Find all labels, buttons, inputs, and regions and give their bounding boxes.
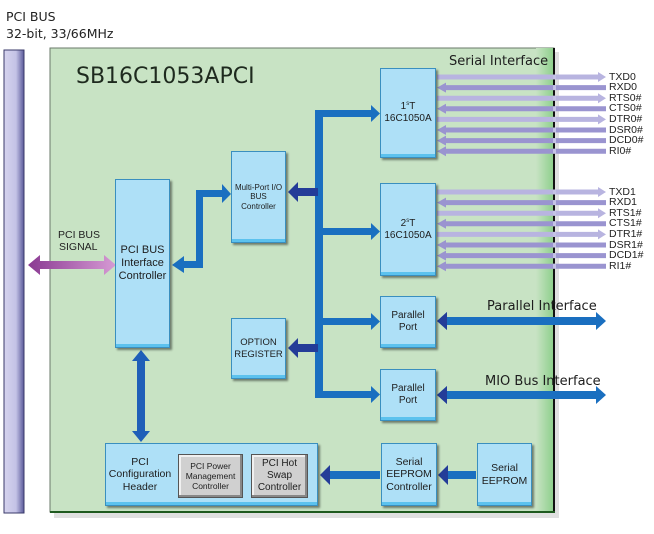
pci-bus-title: PCI BUS <box>6 9 56 24</box>
serial-signal-label: RI1# <box>609 259 632 272</box>
serial-signal-arrow-dtr0-n <box>437 114 606 125</box>
serial-signal-label: DCD0# <box>609 134 644 147</box>
serial-signal-label: CTS1# <box>609 217 642 230</box>
pci-bus-signal-arrow <box>28 255 116 275</box>
pci-bus-signal-label-line1: PCI BUS <box>58 229 101 241</box>
mio-bus-interface-label: MIO Bus Interface <box>485 374 601 389</box>
pci-power-management-controller[interactable]: PCI Power Management Controller <box>178 454 243 498</box>
option-register-label: OPTION REGISTER <box>234 337 283 360</box>
serial-signal-arrow-txd0 <box>437 72 606 82</box>
multiport-io-bus-controller[interactable]: Multi-Port I/O BUS Controller <box>231 151 286 243</box>
serial-signal-arrow-ri1-n <box>437 261 606 272</box>
serial-eeprom-label: Serial EEPROM <box>481 461 528 487</box>
pci-bus-interface-controller[interactable]: PCI BUS Interface Controller <box>115 179 170 348</box>
serial-signal-arrow-cts0-n <box>437 103 606 114</box>
pci-power-management-label: PCI Power Management Controller <box>185 460 236 492</box>
serial-eeprom-controller-label: Serial EEPROM Controller <box>386 455 432 493</box>
serial-signal-label: DSR1# <box>609 238 643 251</box>
serial-signal-label: DSR0# <box>609 123 643 136</box>
parallel-interface-arrow <box>437 312 606 330</box>
pci-bus-interface-controller-label: PCI BUS Interface Controller <box>118 243 167 283</box>
serial-signal-label: DCD1# <box>609 249 644 262</box>
serial-eeprom-controller[interactable]: Serial EEPROM Controller <box>381 443 437 506</box>
pci-interface-to-multiport-arrow <box>172 184 231 273</box>
uart-2nd-16c1050a[interactable]: 2sT 16C1050A <box>380 183 436 276</box>
serial-signal-arrow-dcd0-n <box>437 135 606 146</box>
serial-signal-label: RXD0 <box>609 81 638 94</box>
serial-signal-arrow-cts1-n <box>437 218 606 229</box>
pci-hot-swap-label: PCI Hot Swap Controller <box>257 458 302 493</box>
pci-hot-swap-controller[interactable]: PCI Hot Swap Controller <box>251 454 308 498</box>
parallel-interface-label: Parallel Interface <box>487 299 597 314</box>
serial-eeprom[interactable]: Serial EEPROM <box>477 443 532 506</box>
eeprom-to-controller-arrow <box>438 465 476 485</box>
parallel-port-1-label: Parallel Port <box>391 310 425 333</box>
serial-signal-label: RXD1 <box>609 196 638 209</box>
serial-signal-arrow-ri0-n <box>437 146 606 157</box>
serial-signal-arrow-dcd1-n <box>437 250 606 261</box>
parallel-port-2[interactable]: Parallel Port <box>380 369 436 421</box>
multiport-io-bus-controller-label: Multi-Port I/O BUS Controller <box>234 182 283 211</box>
eeprom-controller-to-config-arrow <box>320 465 380 485</box>
serial-signal-label: DTR0# <box>609 112 643 125</box>
serial-signal-arrow-rts0-n <box>437 93 606 104</box>
serial-signal-arrow-dsr0-n <box>437 125 606 135</box>
option-register[interactable]: OPTION REGISTER <box>231 318 286 379</box>
serial-signal-label: RTS1# <box>609 206 642 219</box>
pci-bus-signal-label-line2: SIGNAL <box>59 241 98 253</box>
serial-signal-label: CTS0# <box>609 102 642 115</box>
uart-1st-16c1050a[interactable]: 1sT 16C1050A <box>380 68 436 158</box>
pci-bus-spec: 32-bit, 33/66MHz <box>6 26 114 41</box>
serial-signal-label: RTS0# <box>609 91 642 104</box>
serial-port1-signal-arrows <box>437 187 606 272</box>
serial-signal-arrow-rts1-n <box>437 208 606 219</box>
mio-bus-interface-arrow <box>437 386 606 404</box>
pci-interface-to-config-arrow <box>132 350 150 442</box>
serial-signal-label: DTR1# <box>609 227 643 240</box>
serial-port0-signal-arrows <box>437 72 606 157</box>
serial-signal-arrow-dsr1-n <box>437 240 606 250</box>
uart-2nd-label: 2sT 16C1050A <box>384 217 432 241</box>
serial-signal-label: TXD0 <box>609 70 636 83</box>
serial-signal-arrow-rxd1 <box>437 197 606 208</box>
serial-signal-label: RI0# <box>609 144 632 157</box>
pci-bus-bar <box>3 49 25 514</box>
serial-interface-label: Serial Interface <box>449 54 549 69</box>
pci-configuration-header-label: PCI Configuration Header <box>108 455 172 493</box>
internal-bus <box>288 105 380 403</box>
serial-signal-arrow-dtr1-n <box>437 229 606 240</box>
board-title: SB16C1053APCI <box>76 64 255 89</box>
serial-signal-label: TXD1 <box>609 185 636 198</box>
parallel-port-1[interactable]: Parallel Port <box>380 296 436 348</box>
uart-1st-label: 1sT 16C1050A <box>384 101 432 124</box>
parallel-port-2-label: Parallel Port <box>391 383 425 406</box>
serial-signal-arrow-rxd0 <box>437 82 606 93</box>
serial-signal-arrow-txd1 <box>437 187 606 197</box>
